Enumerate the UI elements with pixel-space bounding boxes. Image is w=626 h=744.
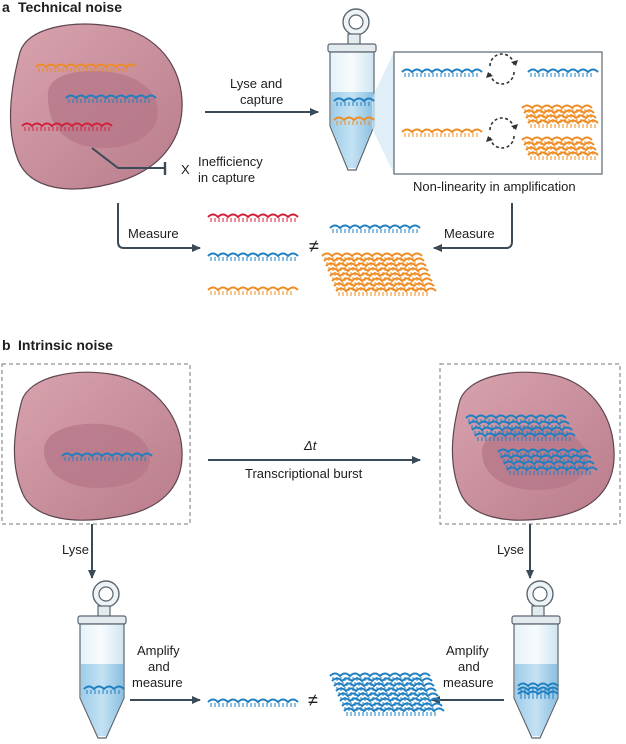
mrna-orange (207, 286, 299, 295)
amplify-left-label-2: and (148, 659, 170, 674)
mrna-orange (333, 116, 375, 125)
tube-liquid (515, 664, 557, 736)
mrna-red (207, 213, 299, 222)
tube-liquid (81, 664, 123, 736)
mrna-orange-amplified (335, 287, 437, 296)
mrna-blue (61, 452, 153, 461)
tube-b-left (77, 580, 127, 739)
lyse-capture-label-2: capture (240, 92, 283, 107)
mrna-orange (35, 63, 137, 72)
panel-a-title: Technical noise (18, 0, 122, 15)
tube-cap (77, 580, 127, 625)
mrna-blue-amplified (343, 707, 445, 716)
panel-b-letter: b (2, 337, 11, 353)
mrna-blue (401, 68, 483, 77)
cell-nucleus (47, 70, 159, 148)
inefficiency-x: X (181, 162, 190, 177)
mrna-orange-amplified (527, 119, 599, 128)
amplify-right-label-2: and (458, 659, 480, 674)
cell-frame-left (1, 363, 191, 525)
mrna-red (21, 122, 113, 131)
mrna-blue (207, 252, 299, 261)
inefficiency-label-1: Inefficiency (198, 154, 263, 169)
amplification-cycle-2 (486, 117, 518, 149)
tube-cap (327, 8, 377, 53)
mrna-blue (329, 224, 421, 233)
tube-liquid (331, 92, 373, 168)
inefficiency-line (91, 147, 165, 169)
mrna-strands (21, 63, 599, 716)
burst-label: Transcriptional burst (245, 466, 363, 481)
measure-left-label: Measure (128, 226, 179, 241)
cell-nucleus (44, 423, 150, 488)
zoom-wedge (372, 52, 394, 174)
lyse-capture-label-1: Lyse and (230, 76, 282, 91)
mrna-blue-burst (517, 690, 559, 699)
mrna-blue (65, 94, 157, 103)
tube-a (327, 8, 377, 171)
cell-b-right (451, 371, 615, 521)
mrna-blue-burst (506, 466, 598, 475)
amplification-cycle-1 (486, 53, 518, 85)
nonlinearity-label: Non-linearity in amplification (413, 179, 576, 194)
measure-left-arrow (117, 203, 201, 252)
lyse-left-label: Lyse (62, 542, 89, 557)
mrna-blue (333, 97, 375, 106)
inefficiency-label-2: in capture (198, 170, 255, 185)
not-equal-b: ≠ (308, 690, 318, 710)
not-equal-a: ≠ (309, 236, 319, 256)
mrna-blue-burst (474, 432, 576, 441)
amplify-right-label-1: Amplify (446, 643, 489, 658)
mrna-blue (83, 685, 125, 694)
amplify-left-label-1: Amplify (137, 643, 180, 658)
cell-a (10, 23, 183, 190)
amplify-right-label-3: measure (443, 675, 494, 690)
tube-b-right (511, 580, 561, 739)
measure-right-label: Measure (444, 226, 495, 241)
measure-right-arrow (433, 203, 513, 252)
mrna-orange (401, 128, 483, 137)
panel-b-title: Intrinsic noise (18, 337, 113, 353)
tube-cap (511, 580, 561, 625)
delta-t-label: Δt (303, 438, 318, 453)
panel-a-letter: a (2, 0, 10, 15)
mrna-blue (207, 698, 299, 707)
mrna-orange-amplified (527, 151, 599, 160)
mrna-blue (527, 68, 599, 77)
cell-b-left (13, 371, 183, 521)
lyse-right-label: Lyse (497, 542, 524, 557)
amplify-left-label-3: measure (132, 675, 183, 690)
